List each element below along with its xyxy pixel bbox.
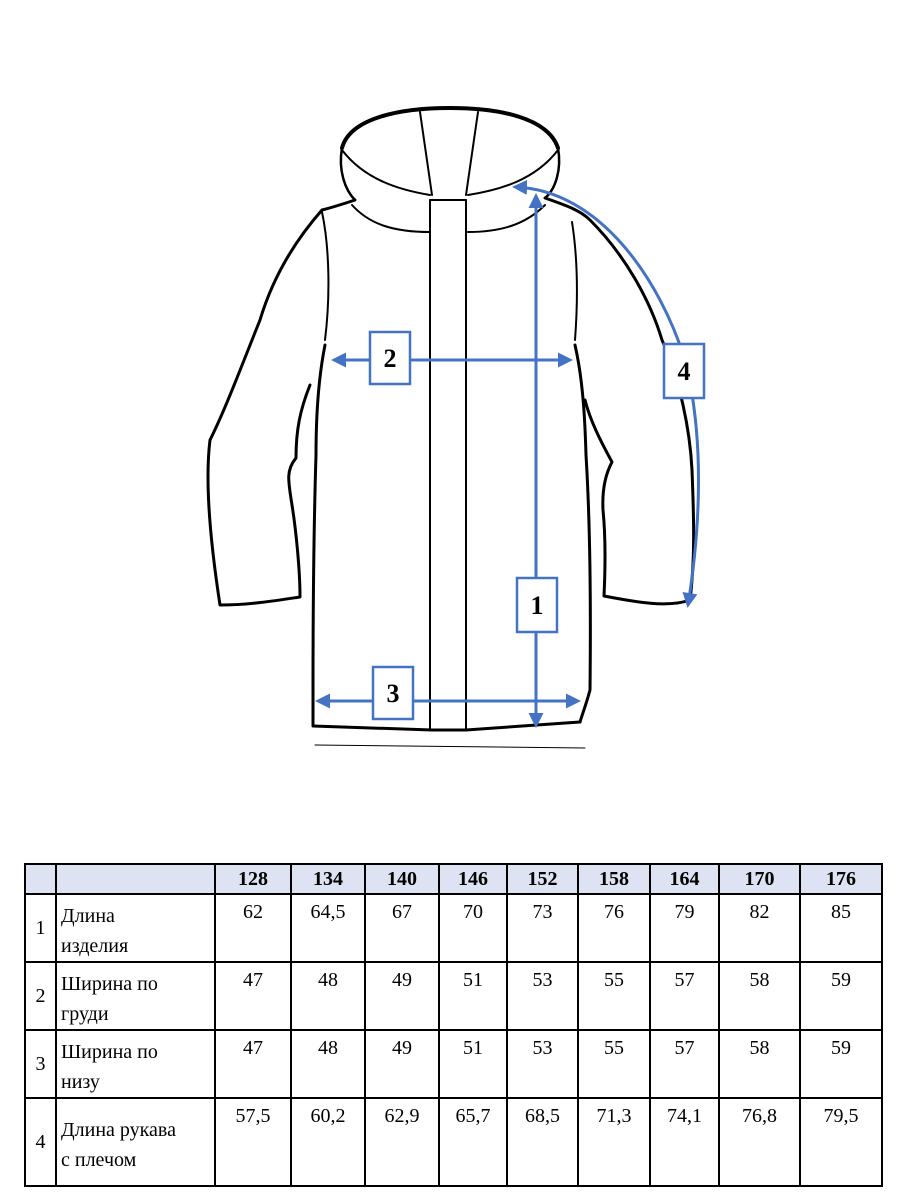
size-header: 170 — [718, 863, 801, 895]
table-cell: 62,9 — [364, 1097, 440, 1187]
header-corner-name — [55, 863, 216, 895]
table-cell: 47 — [214, 1029, 292, 1099]
row-number: 4 — [24, 1097, 57, 1187]
size-chart-table: 128 134 140 146 152 158 164 170 176 1 Дл… — [24, 863, 883, 1187]
measurement-arrows — [315, 179, 700, 728]
jacket-diagram: 1 2 3 4 — [206, 106, 706, 749]
table-cell: 76,8 — [718, 1097, 801, 1187]
svg-text:1: 1 — [531, 591, 544, 620]
size-header: 158 — [577, 863, 651, 895]
row-number: 3 — [24, 1029, 57, 1099]
row-number: 1 — [24, 893, 57, 963]
table-cell: 51 — [438, 961, 508, 1031]
table-cell: 53 — [506, 1029, 579, 1099]
table-cell: 49 — [364, 961, 440, 1031]
table-cell: 55 — [577, 1029, 651, 1099]
callout-2: 2 — [368, 330, 412, 386]
size-header: 146 — [438, 863, 508, 895]
table-cell: 59 — [799, 961, 883, 1031]
size-header: 164 — [649, 863, 720, 895]
table-cell: 59 — [799, 1029, 883, 1099]
table-cell: 68,5 — [506, 1097, 579, 1187]
size-header: 140 — [364, 863, 440, 895]
table-cell: 82 — [718, 893, 801, 963]
size-header: 152 — [506, 863, 579, 895]
callout-4: 4 — [662, 342, 706, 400]
table-cell: 57 — [649, 961, 720, 1031]
table-cell: 48 — [290, 1029, 366, 1099]
table-cell: 47 — [214, 961, 292, 1031]
size-header: 128 — [214, 863, 292, 895]
table-cell: 64,5 — [290, 893, 366, 963]
table-cell: 53 — [506, 961, 579, 1031]
table-cell: 85 — [799, 893, 883, 963]
table-cell: 57 — [649, 1029, 720, 1099]
table-cell: 70 — [438, 893, 508, 963]
table-cell: 65,7 — [438, 1097, 508, 1187]
callout-3: 3 — [371, 665, 415, 721]
svg-text:3: 3 — [387, 679, 400, 708]
table-cell: 60,2 — [290, 1097, 366, 1187]
table-cell: 58 — [718, 961, 801, 1031]
jacket-outline — [206, 106, 696, 749]
table-cell: 48 — [290, 961, 366, 1031]
size-header: 134 — [290, 863, 366, 895]
size-header: 176 — [799, 863, 883, 895]
table-cell: 55 — [577, 961, 651, 1031]
table-cell: 67 — [364, 893, 440, 963]
table-cell: 71,3 — [577, 1097, 651, 1187]
table-cell: 51 — [438, 1029, 508, 1099]
table-cell: 62 — [214, 893, 292, 963]
table-cell: 49 — [364, 1029, 440, 1099]
svg-text:2: 2 — [384, 344, 397, 373]
svg-text:4: 4 — [678, 357, 691, 386]
table-cell: 76 — [577, 893, 651, 963]
table-cell: 79,5 — [799, 1097, 883, 1187]
size-header-row: 128 134 140 146 152 158 164 170 176 — [24, 863, 883, 895]
callout-1: 1 — [515, 576, 559, 634]
table-cell: 79 — [649, 893, 720, 963]
header-corner-num — [24, 863, 57, 895]
table-cell: 57,5 — [214, 1097, 292, 1187]
table-cell: 73 — [506, 893, 579, 963]
table-cell: 58 — [718, 1029, 801, 1099]
row-number: 2 — [24, 961, 57, 1031]
table-cell: 74,1 — [649, 1097, 720, 1187]
